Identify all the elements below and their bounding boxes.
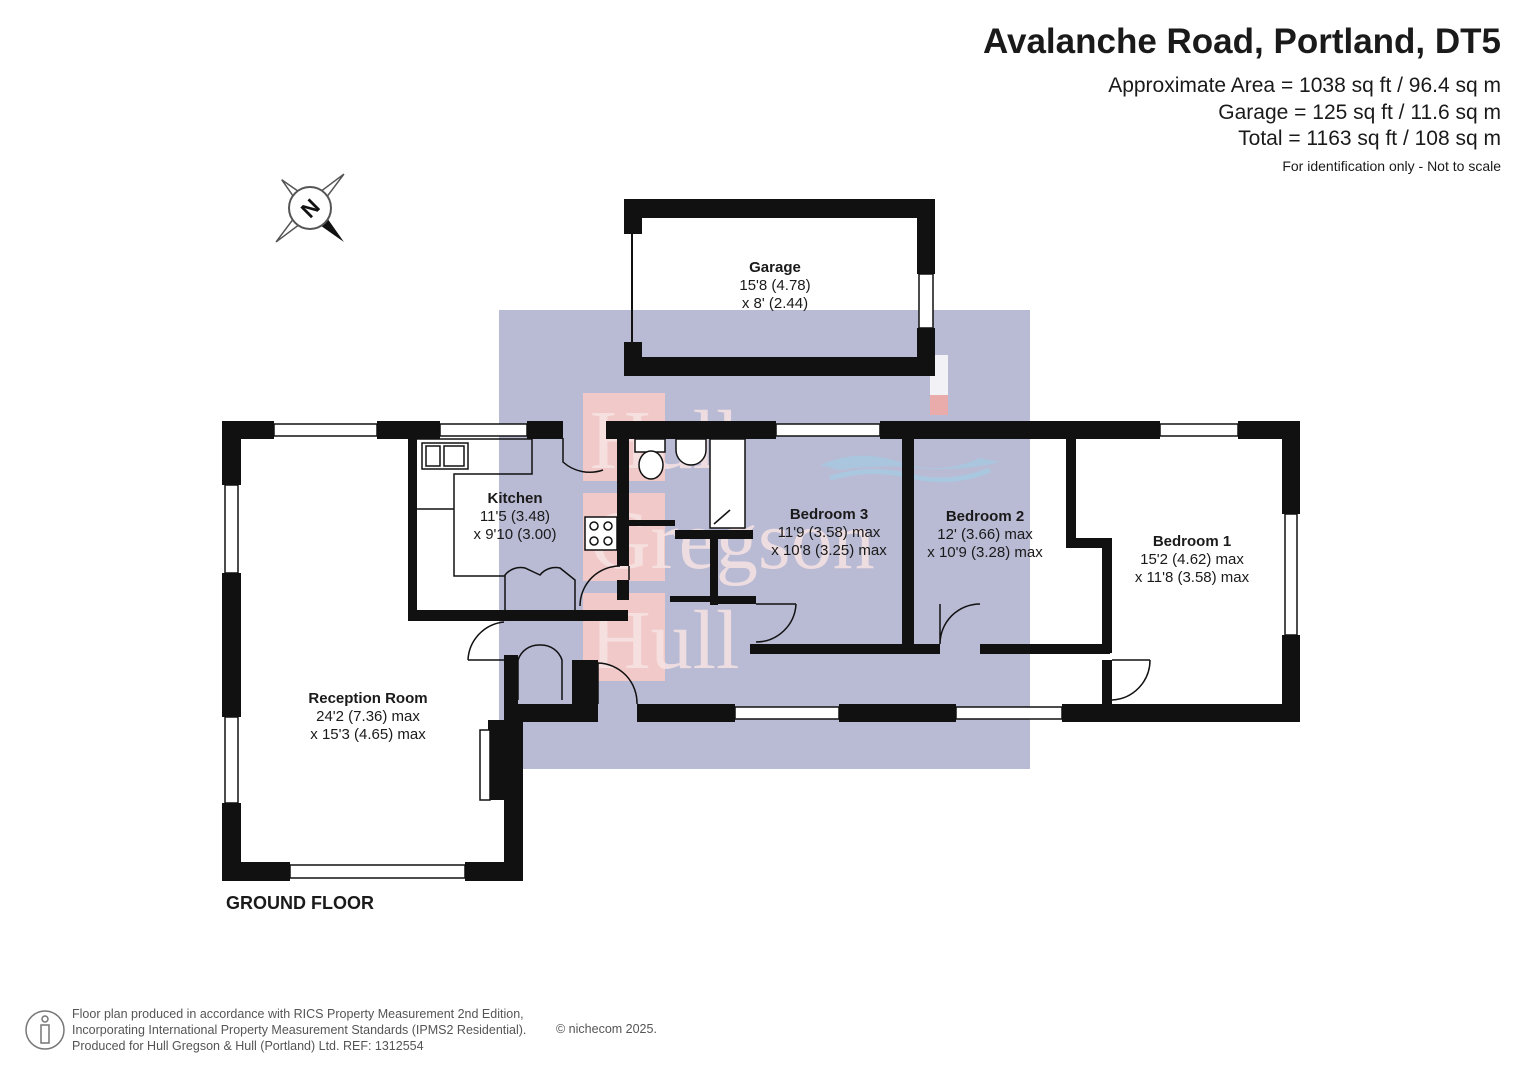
toilet-cistern-icon <box>634 438 666 453</box>
room-dim: x 8' (2.44) <box>741 295 809 312</box>
room-dim: 15'8 (4.78) <box>739 277 811 294</box>
garage-window <box>918 273 934 329</box>
room-dim: x 10'9 (3.28) max <box>927 544 1043 561</box>
room-label-garage: Garage 15'8 (4.78) x 8' (2.44) <box>700 259 850 313</box>
room-name: Garage <box>749 259 801 276</box>
room-dim: 11'9 (3.58) max <box>777 524 881 541</box>
property-title: Avalanche Road, Portland, DT5 <box>983 22 1501 61</box>
hob-icon <box>584 516 618 551</box>
room-name: Reception Room <box>308 690 428 707</box>
kitchen-fittings <box>417 438 618 577</box>
person-icon <box>25 1010 65 1050</box>
approximate-area: Approximate Area = 1038 sq ft / 96.4 sq … <box>1108 74 1501 97</box>
room-dim: x 10'8 (3.25) max <box>771 542 887 559</box>
room-label-kitchen: Kitchen 11'5 (3.48) x 9'10 (3.00) <box>440 490 590 544</box>
room-dim: 11'5 (3.48) <box>479 508 551 525</box>
total-area: Total = 1163 sq ft / 108 sq m <box>1238 127 1501 150</box>
scale-note: For identification only - Not to scale <box>1282 158 1501 174</box>
floor-label: GROUND FLOOR <box>226 893 374 913</box>
room-name: Kitchen <box>487 490 543 507</box>
garage-area: Garage = 125 sq ft / 11.6 sq m <box>1218 101 1501 124</box>
watermark-word-3: Hull <box>590 594 739 687</box>
toilet-icon <box>638 450 664 480</box>
copyright: © nichecom 2025. <box>556 1022 657 1036</box>
room-dim: x 11'8 (3.58) max <box>1134 569 1250 586</box>
room-dim: 12' (3.66) max <box>937 526 1033 543</box>
footer-line: Produced for Hull Gregson & Hull (Portla… <box>72 1039 424 1053</box>
footer-disclaimer: Floor plan produced in accordance with R… <box>72 1006 526 1054</box>
bath-icon <box>709 438 746 529</box>
room-label-bedroom-2: Bedroom 2 12' (3.66) max x 10'9 (3.28) m… <box>910 508 1060 562</box>
room-label-bedroom-1: Bedroom 1 15'2 (4.62) max x 11'8 (3.58) … <box>1117 533 1267 587</box>
house-walls <box>222 421 1300 881</box>
room-dim: x 15'3 (4.65) max <box>310 726 426 743</box>
windows <box>224 423 1298 879</box>
room-name: Bedroom 3 <box>789 506 869 523</box>
room-label-bedroom-3: Bedroom 3 11'9 (3.58) max x 10'8 (3.25) … <box>754 506 904 560</box>
bathroom-fittings <box>634 438 746 529</box>
room-name: Bedroom 1 <box>1152 533 1232 550</box>
garage-outline <box>624 199 935 376</box>
footer-line: Incorporating International Property Mea… <box>72 1023 527 1037</box>
room-name: Bedroom 2 <box>945 508 1025 525</box>
doors <box>467 438 1151 705</box>
room-dim: x 9'10 (3.00) <box>473 526 557 543</box>
room-dim: 15'2 (4.62) max <box>1140 551 1244 568</box>
room-label-reception: Reception Room 24'2 (7.36) max x 15'3 (4… <box>283 690 453 744</box>
basin-icon <box>675 438 707 466</box>
compass-icon: N <box>275 173 345 243</box>
footer-line: Floor plan produced in accordance with R… <box>72 1007 524 1021</box>
room-dim: 24'2 (7.36) max <box>316 708 420 725</box>
